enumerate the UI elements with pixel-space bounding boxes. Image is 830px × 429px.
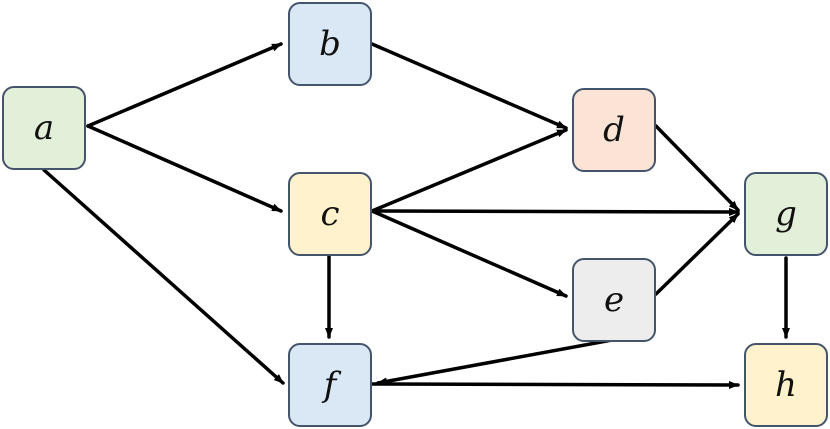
node-g: g <box>744 172 828 256</box>
edge-e-f <box>376 338 614 386</box>
node-a-label: a <box>33 108 55 148</box>
edge-a-c <box>86 124 283 213</box>
node-d: d <box>572 88 656 172</box>
node-b: b <box>288 2 372 86</box>
node-g-label: g <box>775 194 797 234</box>
edge-b-d <box>370 42 568 130</box>
node-c-label: c <box>320 194 340 234</box>
node-f-label: f <box>323 365 337 405</box>
edge-f-h <box>370 380 740 389</box>
edge-d-g <box>654 124 740 212</box>
edge-c-g <box>370 207 740 216</box>
node-e: e <box>572 258 656 342</box>
edge-a-f <box>42 168 285 385</box>
node-h-label: h <box>775 365 797 405</box>
node-h: h <box>744 343 828 427</box>
edge-c-d <box>370 128 568 213</box>
node-b-label: b <box>319 24 341 64</box>
node-d-label: d <box>603 110 625 150</box>
edge-c-e <box>370 209 568 298</box>
node-c: c <box>288 172 372 256</box>
node-f: f <box>288 343 372 427</box>
edge-a-b <box>86 42 283 128</box>
edge-e-g <box>654 212 740 296</box>
node-e-label: e <box>603 280 625 320</box>
node-a: a <box>2 86 86 170</box>
